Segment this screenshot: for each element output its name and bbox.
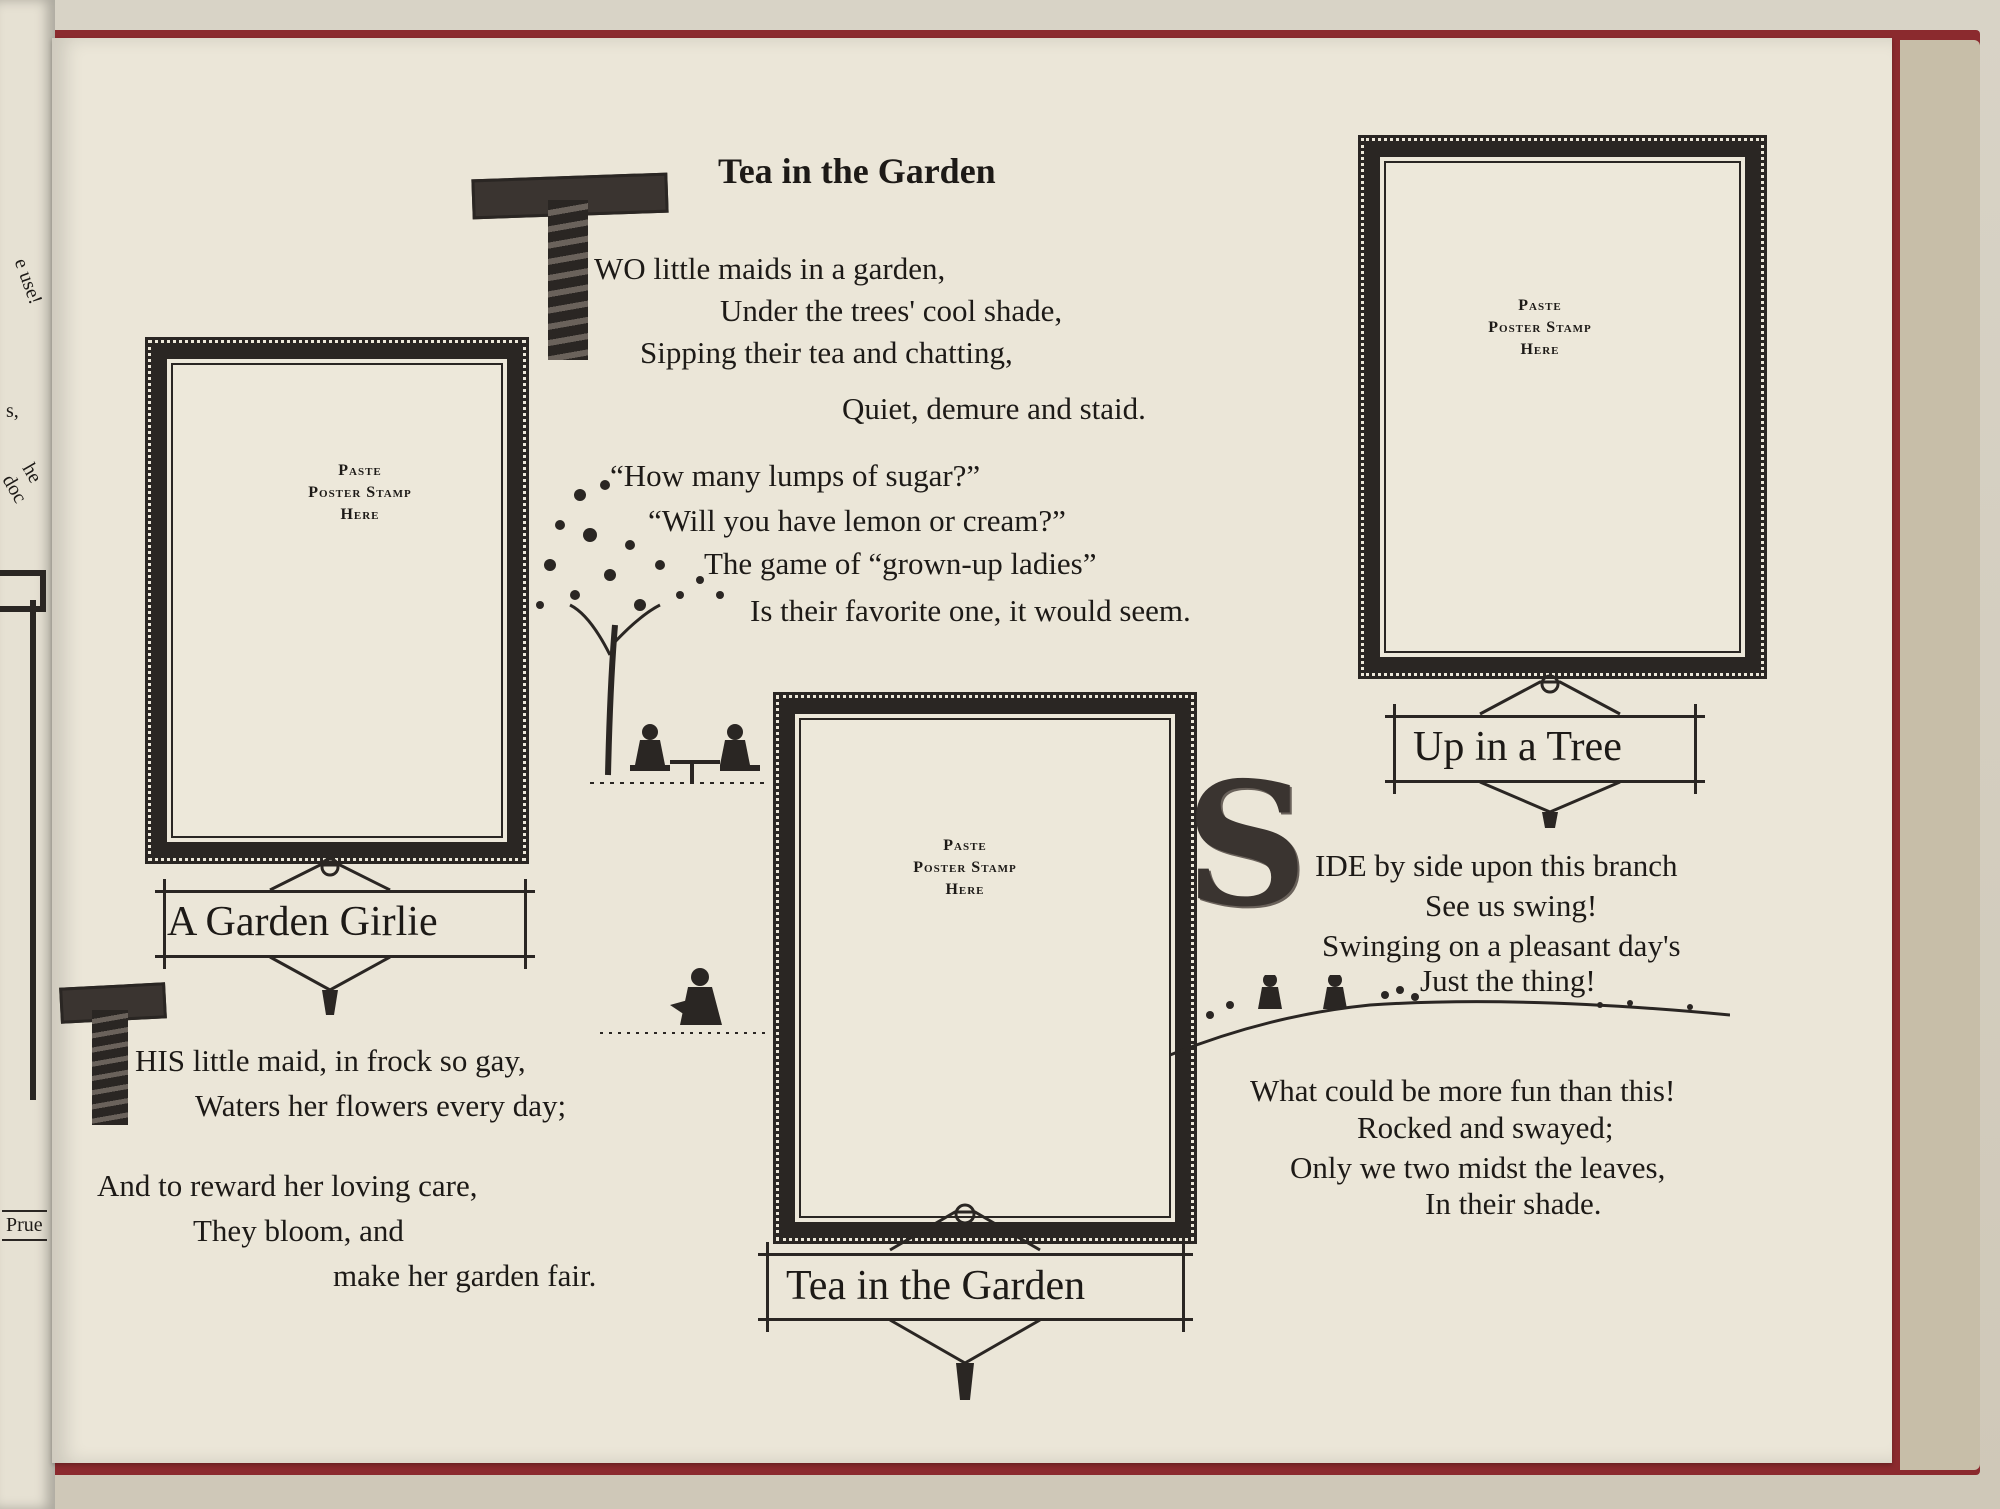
stamp-placeholder-tree: Paste Poster Stamp Here bbox=[1480, 295, 1600, 361]
stamp-frame-tea bbox=[773, 692, 1197, 1244]
poem-line: Only we two midst the leaves, bbox=[1290, 1150, 1666, 1185]
poem-line: “Will you have lemon or cream?” bbox=[648, 503, 1066, 538]
stamp-placeholder-girlie: Paste Poster Stamp Here bbox=[300, 460, 420, 526]
poem-line: WO little maids in a garden, bbox=[594, 251, 946, 286]
poem-line: Waters her flowers every day; bbox=[195, 1088, 567, 1123]
poem-line: And to reward her loving care, bbox=[97, 1168, 478, 1203]
bow-ornament bbox=[1479, 674, 1621, 716]
left-page-frame-fragment bbox=[30, 600, 36, 1100]
poem-line: Quiet, demure and staid. bbox=[842, 391, 1146, 426]
left-page: e use! s, he doc Prue bbox=[0, 0, 55, 1509]
stamp-label: Here bbox=[945, 881, 985, 898]
poem-line: make her garden fair. bbox=[333, 1258, 597, 1293]
poem-line: Just the thing! bbox=[1420, 963, 1596, 998]
poem-line: See us swing! bbox=[1425, 888, 1598, 923]
poem-line: They bloom, and bbox=[193, 1213, 404, 1248]
stamp-label: Here bbox=[340, 506, 380, 523]
caption-tree: Up in a Tree bbox=[1413, 724, 1622, 770]
stamp-label: Poster Stamp bbox=[1488, 319, 1592, 336]
bow-ornament bbox=[889, 1203, 1041, 1252]
poem-line: “How many lumps of sugar?” bbox=[610, 458, 981, 493]
poem-line: In their shade. bbox=[1425, 1186, 1602, 1221]
tassel-ornament bbox=[889, 1318, 1041, 1400]
tassel-ornament bbox=[1479, 780, 1621, 828]
caption-girlie: A Garden Girlie bbox=[167, 899, 438, 945]
left-page-fragment: e use! bbox=[9, 255, 47, 308]
poem-line: Swinging on a pleasant day's bbox=[1322, 928, 1681, 963]
poem-line: HIS little maid, in frock so gay, bbox=[135, 1043, 526, 1078]
caption-box-girlie: A Garden Girlie bbox=[155, 879, 535, 969]
stamp-frame-tree bbox=[1358, 135, 1767, 679]
poem-line: IDE by side upon this branch bbox=[1315, 848, 1678, 883]
dropcap-T-girlie bbox=[59, 982, 167, 1140]
stamp-label: Poster Stamp bbox=[308, 484, 412, 501]
left-page-frame-fragment bbox=[0, 570, 46, 612]
children-tea-silhouette bbox=[630, 724, 760, 784]
girl-watering-silhouette bbox=[600, 968, 770, 1034]
poem-line: Under the trees' cool shade, bbox=[720, 293, 1063, 328]
branch-swing-illustration bbox=[1170, 975, 1730, 1057]
dropcap-S-tree: S bbox=[1185, 745, 1308, 945]
stamp-label: Poster Stamp bbox=[913, 859, 1017, 876]
poem-line: The game of “grown-up ladies” bbox=[704, 546, 1097, 581]
stamp-placeholder-tea: Paste Poster Stamp Here bbox=[905, 835, 1025, 901]
stamp-label: Here bbox=[1520, 341, 1560, 358]
tassel-ornament bbox=[269, 955, 391, 1015]
poem-line: What could be more fun than this! bbox=[1250, 1073, 1676, 1108]
dropcap-T-ornament-stem bbox=[548, 200, 588, 360]
poem-line: Is their favorite one, it would seem. bbox=[750, 593, 1191, 628]
stamp-frame-girlie bbox=[145, 337, 529, 864]
poem-line: Rocked and swayed; bbox=[1357, 1110, 1614, 1145]
left-page-fragment: Prue bbox=[2, 1210, 47, 1241]
page-edges bbox=[1900, 40, 1980, 1470]
page-title: Tea in the Garden bbox=[718, 151, 996, 191]
bow-ornament bbox=[269, 857, 391, 892]
stamp-label: Paste bbox=[338, 462, 382, 479]
poem-line: Sipping their tea and chatting, bbox=[640, 335, 1013, 370]
stamp-label: Paste bbox=[943, 837, 987, 854]
caption-box-tea: Tea in the Garden bbox=[758, 1242, 1193, 1332]
caption-tea: Tea in the Garden bbox=[786, 1263, 1086, 1309]
stamp-label: Paste bbox=[1518, 297, 1562, 314]
tree-illustration bbox=[536, 480, 770, 784]
left-page-fragment: s, bbox=[6, 400, 19, 422]
caption-box-tree: Up in a Tree bbox=[1385, 704, 1705, 794]
